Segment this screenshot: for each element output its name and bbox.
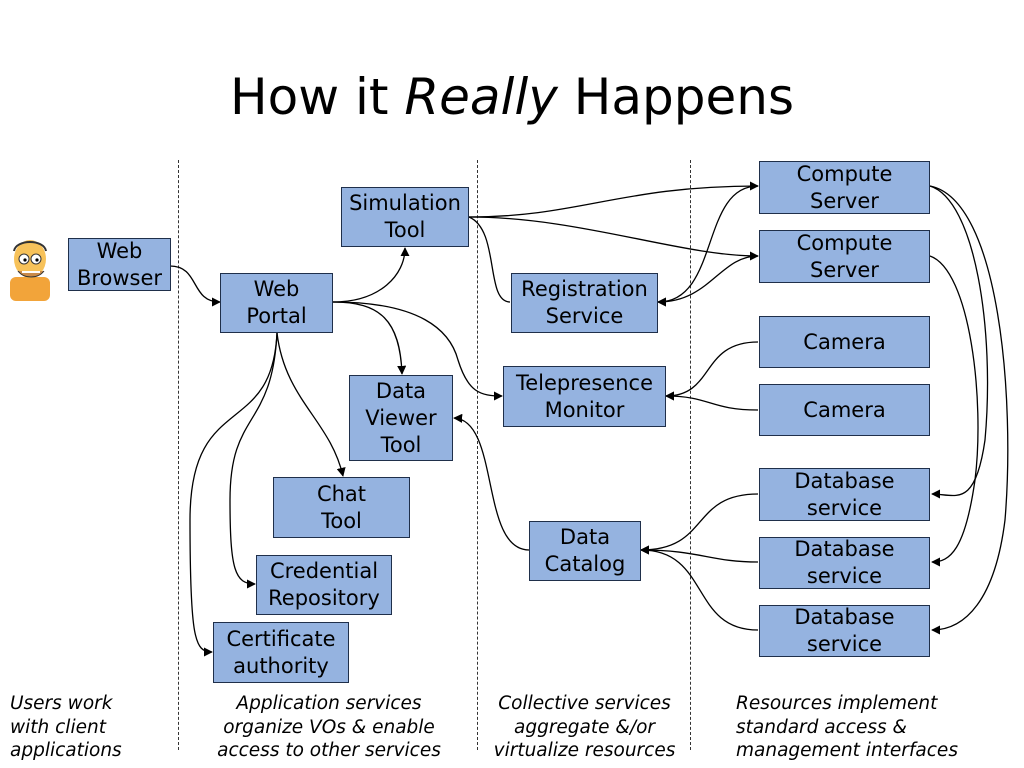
credential-repository-node: Credential Repository	[256, 555, 392, 615]
camera-node-1: Camera	[759, 316, 930, 368]
title-before: How it	[230, 68, 405, 126]
camera-node-2: Camera	[759, 384, 930, 436]
telepresence-monitor-node: Telepresence Monitor	[503, 366, 666, 427]
chat-tool-node: Chat Tool	[273, 477, 410, 538]
database-service-node-3: Database service	[759, 605, 930, 657]
caption-collective-services: Collective services aggregate &/or virtu…	[493, 693, 676, 761]
compute-server-node-1: Compute Server	[759, 161, 930, 214]
divider-users-application	[178, 160, 179, 750]
web-portal-node: Web Portal	[220, 273, 333, 333]
title-emphasis: Really	[404, 68, 558, 126]
data-catalog-node: Data Catalog	[529, 521, 641, 581]
database-service-node-1: Database service	[759, 468, 930, 521]
compute-server-node-2: Compute Server	[759, 230, 930, 283]
database-service-node-2: Database service	[759, 537, 930, 589]
caption-resources: Resources implement standard access & ma…	[736, 693, 958, 761]
divider-collective-resources	[690, 160, 691, 750]
web-browser-node: Web Browser	[68, 238, 171, 291]
certificate-authority-node: Certificate authority	[213, 622, 349, 683]
data-viewer-tool-node: Data Viewer Tool	[349, 375, 453, 461]
cartoon-user-avatar-icon	[10, 240, 50, 301]
simulation-tool-node: Simulation Tool	[341, 187, 469, 247]
divider-application-collective	[477, 160, 478, 750]
registration-service-node: Registration Service	[511, 273, 658, 333]
caption-application-services: Application services organize VOs & enab…	[217, 693, 441, 761]
page-title: How it Really Happens	[0, 62, 1024, 132]
caption-users: Users work with client applications	[10, 693, 122, 761]
title-after: Happens	[557, 68, 794, 126]
